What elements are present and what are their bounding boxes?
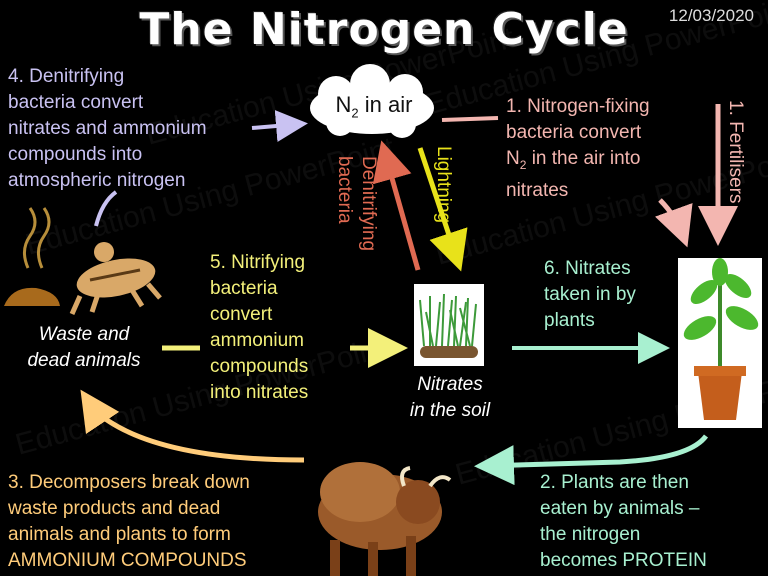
cloud-icon: [310, 64, 434, 138]
soil-grass-icon: [414, 284, 484, 366]
lightning-label: Lightning: [433, 146, 454, 224]
arrow-decomposers: [80, 389, 305, 463]
arrow-air-to-fixing: [441, 116, 499, 122]
bison-icon: [318, 462, 452, 576]
plant-icon: [678, 258, 762, 428]
dead-animal-icon: [69, 242, 162, 316]
cloud-label: N2 in air: [335, 92, 413, 121]
arrow-fixing-to-plant: [654, 198, 693, 248]
nitrogen-fixing-text: 1. Nitrogen-fixing bacteria convert N2 i…: [506, 96, 650, 201]
soil-label: Nitrates in the soil: [409, 374, 491, 421]
steam-icon: [23, 207, 51, 269]
denitrifying-bacteria-label: Denitrifying bacteria: [334, 156, 379, 252]
fertilisers-label: 1. Fertilisers: [725, 100, 746, 204]
plants-eaten-text: 2. Plants are then eaten by animals – th…: [540, 472, 707, 571]
arrow-plant-to-animal: [474, 434, 709, 486]
nitrates-taken-text: 6. Nitrates taken in by plants: [544, 258, 636, 331]
waste-label: Waste and dead animals: [27, 324, 141, 371]
page-title: The Nitrogen Cycle: [139, 4, 629, 55]
slide-date: 12/03/2020: [668, 6, 754, 25]
arrow-waste-up: [94, 190, 118, 227]
dung-icon: [4, 287, 60, 306]
decomposers-text: 3. Decomposers break down waste products…: [8, 472, 250, 571]
denitrifying-text: 4. Denitrifying bacteria convert nitrate…: [8, 66, 207, 191]
nitrifying-text: 5. Nitrifying bacteria convert ammonium …: [210, 252, 309, 403]
arrow-denitrifying: [372, 140, 421, 271]
arrow-lightning: [417, 147, 468, 272]
arrow-to-air: [251, 110, 308, 142]
